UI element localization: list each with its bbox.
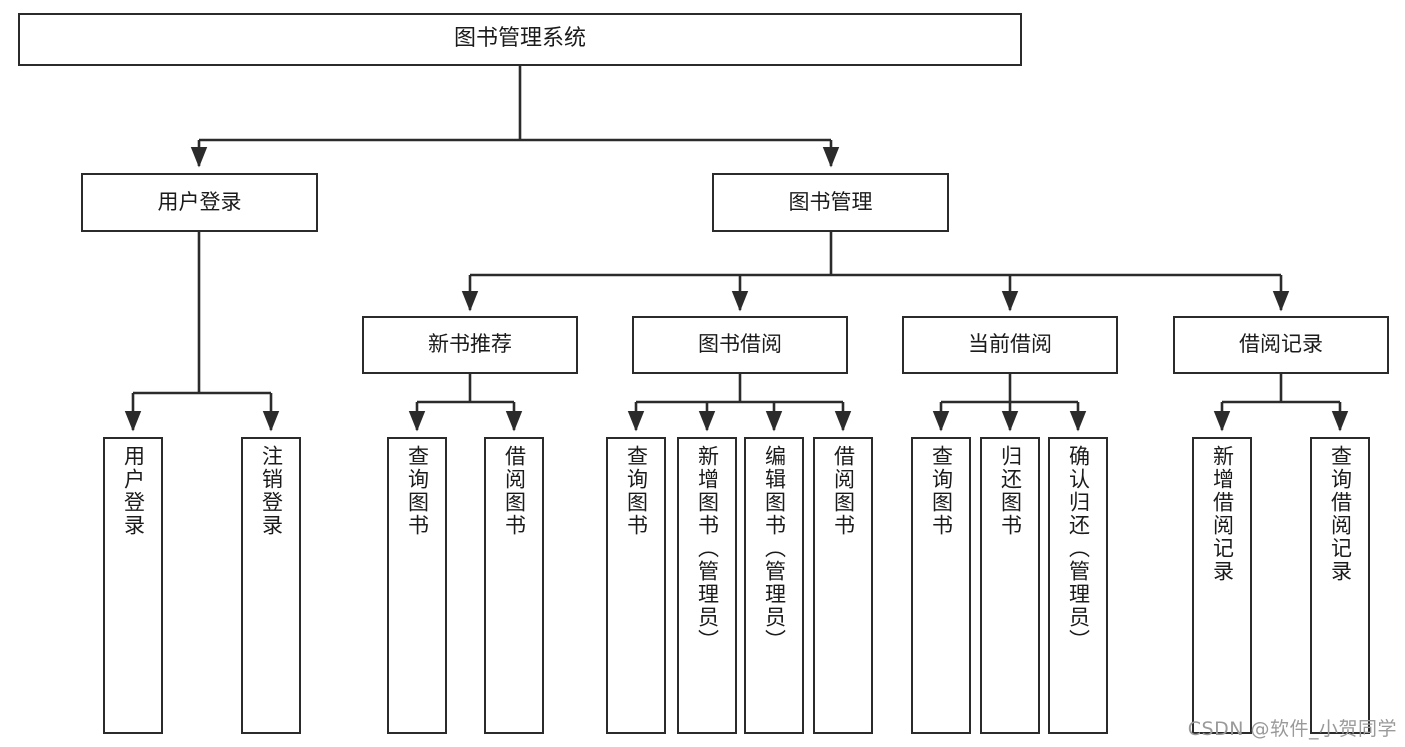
leaf-confirm-return-admin[interactable]: 确认归还（管理员） [1048, 437, 1108, 734]
leaf-query-book-recommend[interactable]: 查询图书 [387, 437, 447, 734]
node-label: 图书管理系统 [453, 26, 586, 52]
node-book-management[interactable]: 图书管理 [712, 173, 949, 232]
leaf-borrow-book[interactable]: 借阅图书 [813, 437, 873, 734]
leaf-user-logout[interactable]: 注销登录 [241, 437, 301, 734]
leaf-edit-book-admin[interactable]: 编辑图书（管理员） [744, 437, 804, 734]
leaf-query-borrow-record[interactable]: 查询借阅记录 [1310, 437, 1370, 734]
leaf-borrow-book-recommend[interactable]: 借阅图书 [484, 437, 544, 734]
node-borrow-record[interactable]: 借阅记录 [1173, 316, 1389, 374]
node-label: 归还图书 [998, 445, 1023, 537]
node-current-borrow[interactable]: 当前借阅 [902, 316, 1118, 374]
leaf-user-login[interactable]: 用户登录 [103, 437, 163, 734]
node-label: 查询图书 [405, 445, 430, 537]
node-label: 新增图书（管理员） [695, 445, 720, 652]
node-label: 注销登录 [259, 445, 284, 537]
node-label: 借阅图书 [831, 445, 856, 537]
node-root-system[interactable]: 图书管理系统 [18, 13, 1022, 66]
node-label: 新书推荐 [428, 332, 512, 357]
node-label: 编辑图书（管理员） [762, 445, 787, 652]
node-label: 新增借阅记录 [1210, 445, 1235, 583]
node-label: 确认归还（管理员） [1066, 445, 1091, 652]
node-label: 用户登录 [121, 445, 146, 537]
node-label: 借阅记录 [1239, 332, 1323, 357]
node-label: 查询图书 [624, 445, 649, 537]
node-label: 图书借阅 [698, 332, 782, 357]
leaf-return-book[interactable]: 归还图书 [980, 437, 1040, 734]
node-new-book-recommend[interactable]: 新书推荐 [362, 316, 578, 374]
node-user-login[interactable]: 用户登录 [81, 173, 318, 232]
node-book-borrow[interactable]: 图书借阅 [632, 316, 848, 374]
node-label: 查询借阅记录 [1328, 445, 1353, 583]
csdn-watermark: CSDN @软件_小贺同学 [1187, 718, 1397, 740]
leaf-query-book-current[interactable]: 查询图书 [911, 437, 971, 734]
node-label: 图书管理 [788, 189, 873, 214]
node-label: 用户登录 [157, 189, 242, 214]
node-label: 借阅图书 [502, 445, 527, 537]
leaf-query-book-borrow[interactable]: 查询图书 [606, 437, 666, 734]
node-label: 查询图书 [929, 445, 954, 537]
node-label: 当前借阅 [968, 332, 1052, 357]
leaf-add-borrow-record[interactable]: 新增借阅记录 [1192, 437, 1252, 734]
leaf-add-book-admin[interactable]: 新增图书（管理员） [677, 437, 737, 734]
